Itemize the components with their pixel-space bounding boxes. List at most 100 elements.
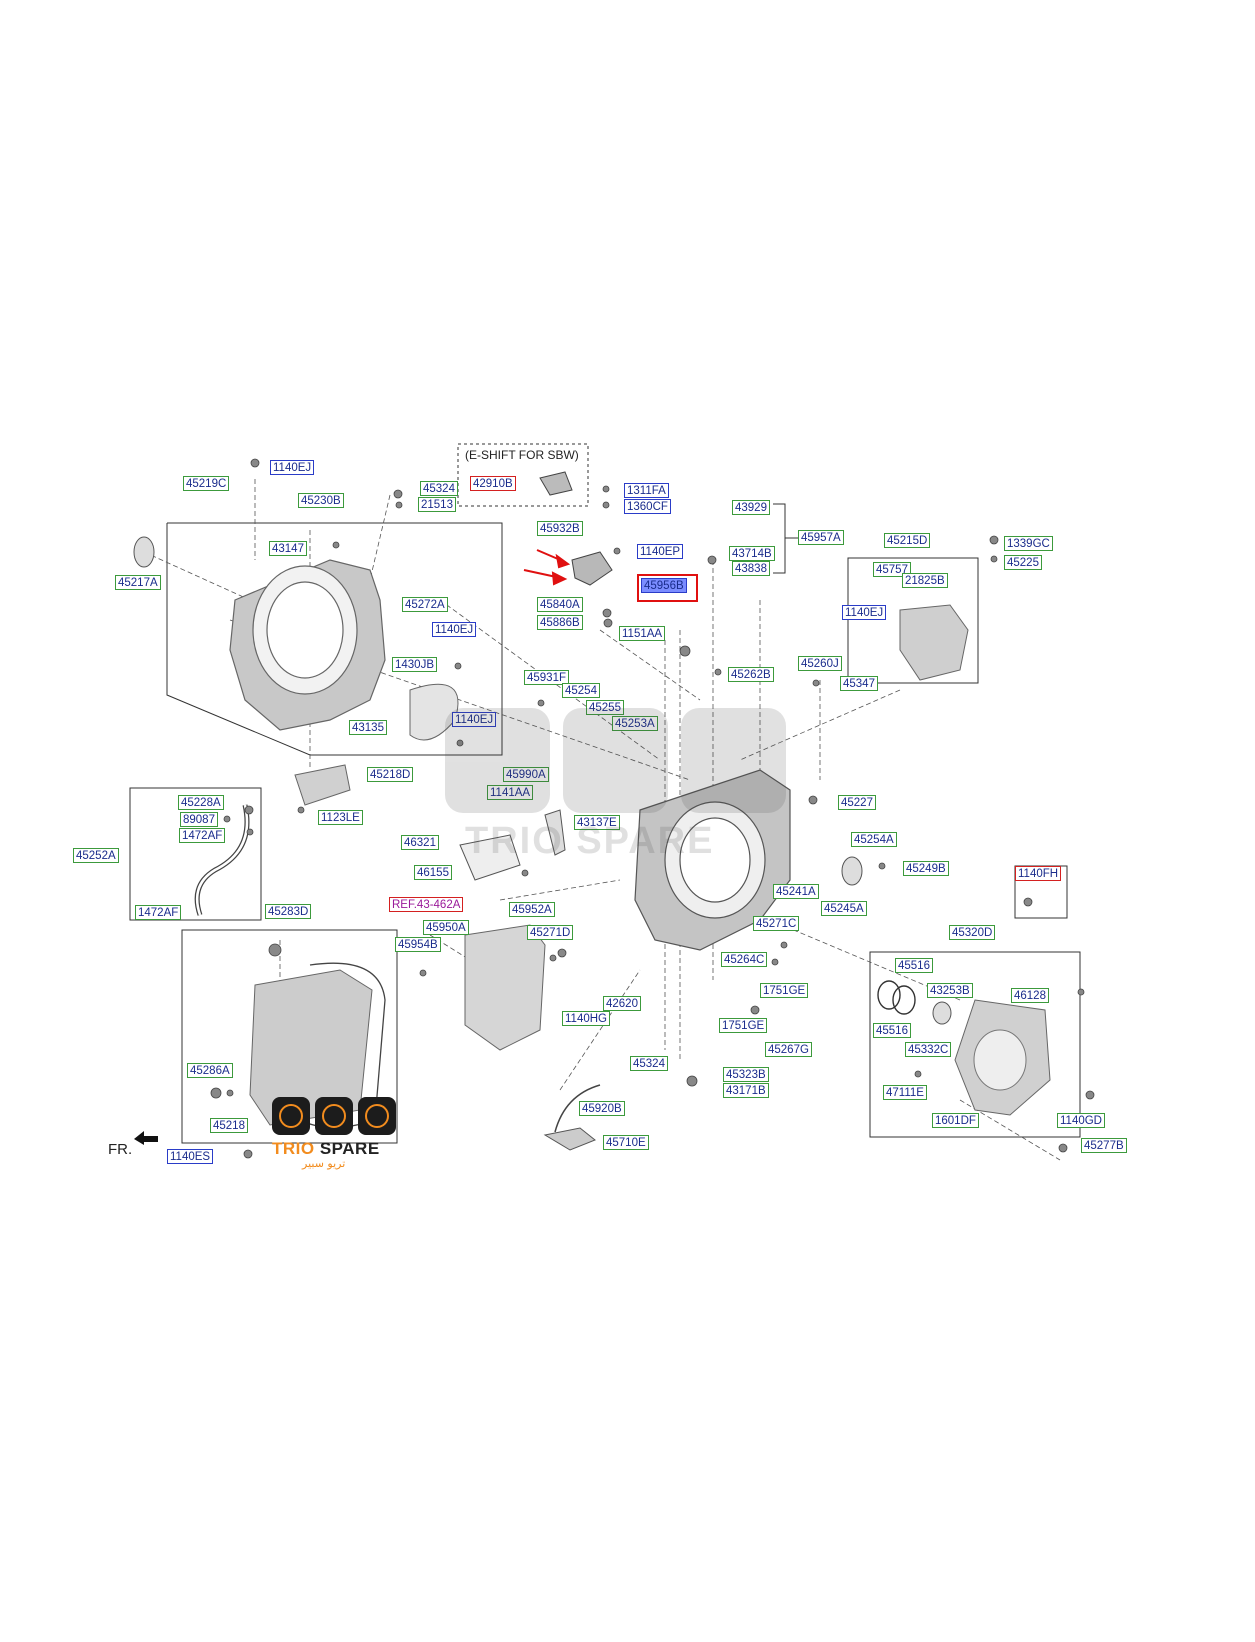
part-label-43137e: 43137E — [574, 815, 620, 830]
part-label-45931f: 45931F — [524, 670, 570, 685]
part-label-45254a: 45254A — [851, 832, 897, 847]
part-label-45219c: 45219C — [183, 476, 230, 491]
part-label-45252a: 45252A — [73, 848, 119, 863]
part-label-45710e: 45710E — [603, 1135, 649, 1150]
part-label-45324_b: 45324 — [630, 1056, 668, 1071]
bell-housing-shape — [229, 559, 386, 731]
part-label-45516_b: 45516 — [873, 1023, 911, 1038]
gear-logo-icon — [272, 1097, 310, 1135]
gauge-logo-icon — [315, 1097, 353, 1135]
part-label-21825b: 21825B — [902, 573, 948, 588]
part-label-1141aa: 1141AA — [487, 785, 534, 800]
part-label-46321: 46321 — [401, 835, 439, 850]
fr-arrow-icon — [134, 1131, 158, 1145]
part-label-45225: 45225 — [1004, 555, 1042, 570]
part-label-43714b: 43714B — [729, 546, 775, 561]
part-label-1140ej_b: 1140EJ — [842, 605, 887, 620]
part-label-1472af_b: 1472AF — [135, 905, 182, 920]
part-label-45271c: 45271C — [753, 916, 800, 931]
part-label-43135: 43135 — [349, 720, 387, 735]
part-label-45757: 45757 — [873, 562, 911, 577]
part-label-45218d: 45218D — [367, 767, 414, 782]
part-label-45283d: 45283D — [265, 904, 312, 919]
part-label-45264c: 45264C — [721, 952, 768, 967]
part-label-43147: 43147 — [269, 541, 307, 556]
part-label-1140gd: 1140GD — [1057, 1113, 1105, 1128]
part-label-45245a: 45245A — [821, 901, 867, 916]
part-label-43171b: 43171B — [723, 1083, 769, 1098]
part-label-21513: 21513 — [418, 497, 456, 512]
part-label-45217a: 45217A — [115, 575, 161, 590]
part-label-43838: 43838 — [732, 561, 770, 576]
part-label-ref43462a: REF.43-462A — [389, 897, 464, 912]
part-label-1751ge_b: 1751GE — [719, 1018, 768, 1033]
part-label-45957a: 45957A — [798, 530, 844, 545]
part-label-1140es: 1140ES — [167, 1149, 214, 1164]
part-label-1472af_a: 1472AF — [179, 828, 226, 843]
part-label-45255: 45255 — [586, 700, 624, 715]
part-label-43253b: 43253B — [927, 983, 973, 998]
part-label-45516_a: 45516 — [895, 958, 933, 973]
brand-name-orange: TRIO — [272, 1139, 315, 1158]
part-label-45932b: 45932B — [537, 521, 583, 536]
part-label-45277b: 45277B — [1081, 1138, 1127, 1153]
part-label-1751ge_a: 1751GE — [760, 983, 809, 998]
part-label-45840a: 45840A — [537, 597, 583, 612]
part-label-45272a: 45272A — [402, 597, 448, 612]
part-label-1140ej_c: 1140EJ — [432, 622, 477, 637]
part-label-1151aa: 1151AA — [619, 626, 666, 641]
part-label-45332c: 45332C — [905, 1042, 952, 1057]
eshift-caption: (E-SHIFT FOR SBW) — [465, 448, 579, 462]
part-label-1601df: 1601DF — [932, 1113, 979, 1128]
brand-name: TRIO SPARE — [272, 1139, 380, 1159]
part-label-45249b: 45249B — [903, 861, 949, 876]
part-label-45950a: 45950A — [423, 920, 469, 935]
part-label-45215d: 45215D — [884, 533, 931, 548]
part-label-45952a: 45952A — [509, 902, 555, 917]
part-label-45254: 45254 — [562, 683, 600, 698]
part-label-45956b: 45956B — [641, 578, 687, 593]
part-label-1140fh: 1140FH — [1015, 866, 1062, 881]
part-label-45347: 45347 — [840, 676, 878, 691]
part-label-45260j: 45260J — [798, 656, 842, 671]
transmission-case-shape — [634, 769, 791, 951]
part-label-42910b: 42910B — [470, 476, 516, 491]
part-label-1140ej_d: 1140EJ — [452, 712, 497, 727]
brand-logo: TRIO SPARE تريو سبير — [272, 1097, 400, 1171]
part-label-1140ej_a: 1140EJ — [270, 460, 315, 475]
part-label-45320d: 45320D — [949, 925, 996, 940]
part-label-45218: 45218 — [210, 1118, 248, 1133]
part-label-46128: 46128 — [1011, 988, 1049, 1003]
part-label-45253a: 45253A — [612, 716, 658, 731]
engine-logo-icon — [358, 1097, 396, 1135]
part-label-1311fa: 1311FA — [624, 483, 669, 498]
brand-arabic: تريو سبير — [302, 1157, 346, 1170]
part-label-1430jb: 1430JB — [392, 657, 438, 672]
part-label-1123le: 1123LE — [318, 810, 363, 825]
part-label-45262b: 45262B — [728, 667, 774, 682]
part-label-45990a: 45990A — [503, 767, 549, 782]
part-label-45323b: 45323B — [723, 1067, 769, 1082]
part-label-45886b: 45886B — [537, 615, 583, 630]
part-label-89087: 89087 — [180, 812, 218, 827]
part-label-45920b: 45920B — [579, 1101, 625, 1116]
highlight-box — [637, 574, 698, 602]
brand-name-dark: SPARE — [319, 1139, 380, 1158]
part-label-45271d: 45271D — [527, 925, 574, 940]
part-label-1339gc: 1339GC — [1004, 536, 1053, 551]
part-label-45324_a: 45324 — [420, 481, 458, 496]
part-label-45241a: 45241A — [773, 884, 819, 899]
part-label-1140ep: 1140EP — [637, 544, 684, 559]
part-label-47111e: 47111E — [883, 1085, 927, 1100]
part-label-45267g: 45267G — [765, 1042, 812, 1057]
part-label-42620: 42620 — [603, 996, 641, 1011]
part-label-45954b: 45954B — [395, 937, 441, 952]
part-label-45286a: 45286A — [187, 1063, 233, 1078]
fr-label: FR. — [108, 1141, 133, 1158]
part-label-43929: 43929 — [732, 500, 770, 515]
part-label-1360cf: 1360CF — [624, 499, 671, 514]
part-label-45228a: 45228A — [178, 795, 224, 810]
watermark: TRIO SPARE — [445, 708, 805, 862]
part-label-46155: 46155 — [414, 865, 452, 880]
